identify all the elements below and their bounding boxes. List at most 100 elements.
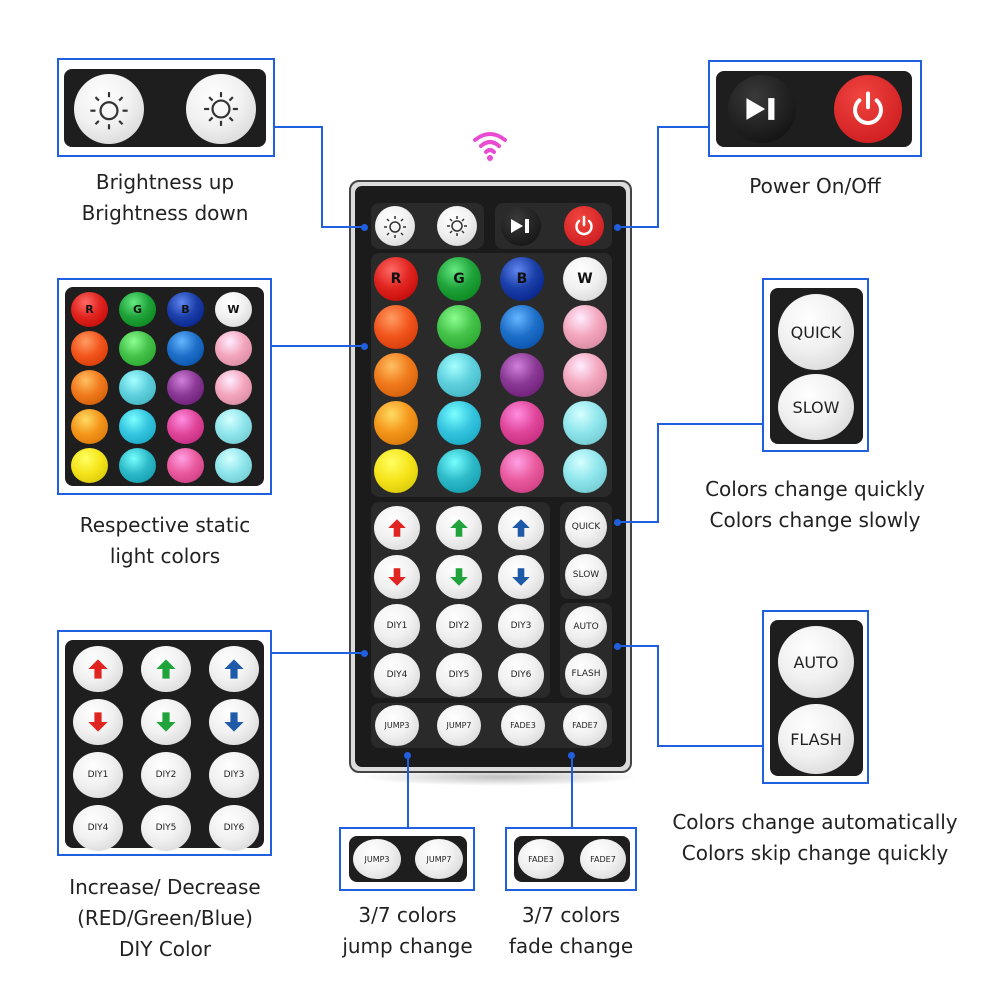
remote-diy1-button[interactable]: DIY1 — [374, 604, 420, 648]
remote-diy2-button[interactable]: DIY2 — [436, 604, 482, 648]
callout-auto-label: AUTO — [793, 652, 839, 672]
remote-color-button[interactable] — [437, 401, 481, 445]
callout-diy2-label: DIY2 — [155, 770, 177, 780]
jump7-button[interactable]: JUMP7 — [437, 705, 481, 746]
caption-brightness: Brightness up Brightness down — [40, 167, 290, 229]
remote-color-button[interactable] — [374, 401, 418, 445]
remote-decrease-button[interactable] — [436, 555, 482, 599]
brightness-down-button[interactable] — [437, 206, 477, 246]
caption-power-line1: Power On/Off — [749, 174, 881, 198]
play-pause-icon — [511, 219, 529, 233]
callout-color-b-button: B — [167, 292, 204, 327]
connector-line — [275, 126, 322, 128]
remote-color-button[interactable] — [500, 401, 544, 445]
remote-color-g-label: G — [453, 271, 465, 287]
connector-line — [272, 652, 364, 654]
connector-line — [619, 645, 659, 647]
remote-color-button[interactable] — [374, 353, 418, 397]
arrow-up-icon — [88, 659, 108, 679]
callout-diy3-label: DIY3 — [223, 770, 245, 780]
callout-power-button — [834, 75, 902, 143]
auto-button[interactable]: AUTO — [565, 606, 607, 648]
callout-diy6-button: DIY6 — [209, 805, 259, 851]
callout-auto-button: AUTO — [778, 626, 854, 698]
callout-flash-label: FLASH — [790, 729, 842, 749]
jump3-label: JUMP3 — [384, 721, 410, 730]
remote-diy6-button[interactable]: DIY6 — [498, 653, 544, 697]
arrow-down-icon — [88, 712, 108, 732]
connector-line — [407, 756, 409, 827]
callout-increase-button — [141, 646, 191, 692]
remote-color-button[interactable] — [437, 449, 481, 493]
arrow-down-icon — [224, 712, 244, 732]
connector-line — [321, 126, 323, 228]
arrow-down-icon — [388, 568, 406, 586]
connector-line — [619, 521, 659, 523]
callout-diy1-label: DIY1 — [87, 770, 109, 780]
remote-diy4-button[interactable]: DIY4 — [374, 653, 420, 697]
caption-diy-line3: DIY Color — [118, 937, 212, 961]
callout-auto-flash-panel: AUTO FLASH — [770, 620, 863, 776]
quick-button[interactable]: QUICK — [565, 506, 607, 548]
callout-decrease-button — [209, 699, 259, 745]
remote-color-button[interactable] — [437, 353, 481, 397]
connector-line — [571, 756, 573, 827]
slow-button[interactable]: SLOW — [565, 554, 607, 596]
remote-color-button[interactable] — [500, 353, 544, 397]
remote-color-b-button[interactable]: B — [500, 257, 544, 301]
remote-color-button[interactable] — [563, 449, 607, 493]
callout-color-button — [167, 370, 204, 405]
callout-brightness-frame — [57, 58, 275, 157]
callout-auto-flash-frame: AUTO FLASH — [762, 610, 869, 784]
brightness-down-icon — [447, 216, 467, 236]
connector-dot — [614, 224, 621, 231]
jump3-button[interactable]: JUMP3 — [375, 705, 419, 746]
callout-jump7-label: JUMP7 — [426, 854, 452, 864]
remote-decrease-button[interactable] — [374, 555, 420, 599]
power-button[interactable] — [564, 206, 604, 246]
callout-power-panel — [716, 71, 912, 147]
callout-diy2-button: DIY2 — [141, 752, 191, 798]
remote-color-button[interactable] — [500, 305, 544, 349]
remote-diy1-label: DIY1 — [386, 621, 408, 631]
callout-slow-button: SLOW — [778, 374, 854, 440]
remote-color-button[interactable] — [374, 449, 418, 493]
brightness-up-button[interactable] — [375, 206, 415, 246]
remote-color-button[interactable] — [437, 305, 481, 349]
remote-color-button[interactable] — [500, 449, 544, 493]
play-pause-button[interactable] — [501, 206, 541, 246]
auto-label: AUTO — [573, 622, 599, 632]
remote-diy5-button[interactable]: DIY5 — [436, 653, 482, 697]
callout-color-button — [119, 409, 156, 444]
remote-color-button[interactable] — [374, 305, 418, 349]
callout-color-button — [167, 331, 204, 366]
remote-color-button[interactable] — [563, 305, 607, 349]
flash-label: FLASH — [571, 669, 601, 679]
callout-color-button — [71, 331, 108, 366]
arrow-up-icon — [156, 659, 176, 679]
fade7-button[interactable]: FADE7 — [563, 705, 607, 746]
remote-color-r-button[interactable]: R — [374, 257, 418, 301]
remote-color-w-button[interactable]: W — [563, 257, 607, 301]
remote-increase-button[interactable] — [374, 506, 420, 550]
arrow-up-icon — [224, 659, 244, 679]
connector-dot — [404, 752, 411, 759]
flash-button[interactable]: FLASH — [565, 653, 607, 695]
remote-diy3-button[interactable]: DIY3 — [498, 604, 544, 648]
remote-increase-button[interactable] — [436, 506, 482, 550]
remote-color-g-button[interactable]: G — [437, 257, 481, 301]
brightness-up-icon — [90, 92, 128, 130]
fade3-button[interactable]: FADE3 — [501, 705, 545, 746]
remote-increase-button[interactable] — [498, 506, 544, 550]
callout-color-w-button: W — [215, 292, 252, 327]
callout-flash-button: FLASH — [778, 704, 854, 774]
remote-color-button[interactable] — [563, 401, 607, 445]
remote-color-button[interactable] — [563, 353, 607, 397]
caption-auto-flash: Colors change automatically Colors skip … — [655, 807, 975, 869]
remote-decrease-button[interactable] — [498, 555, 544, 599]
